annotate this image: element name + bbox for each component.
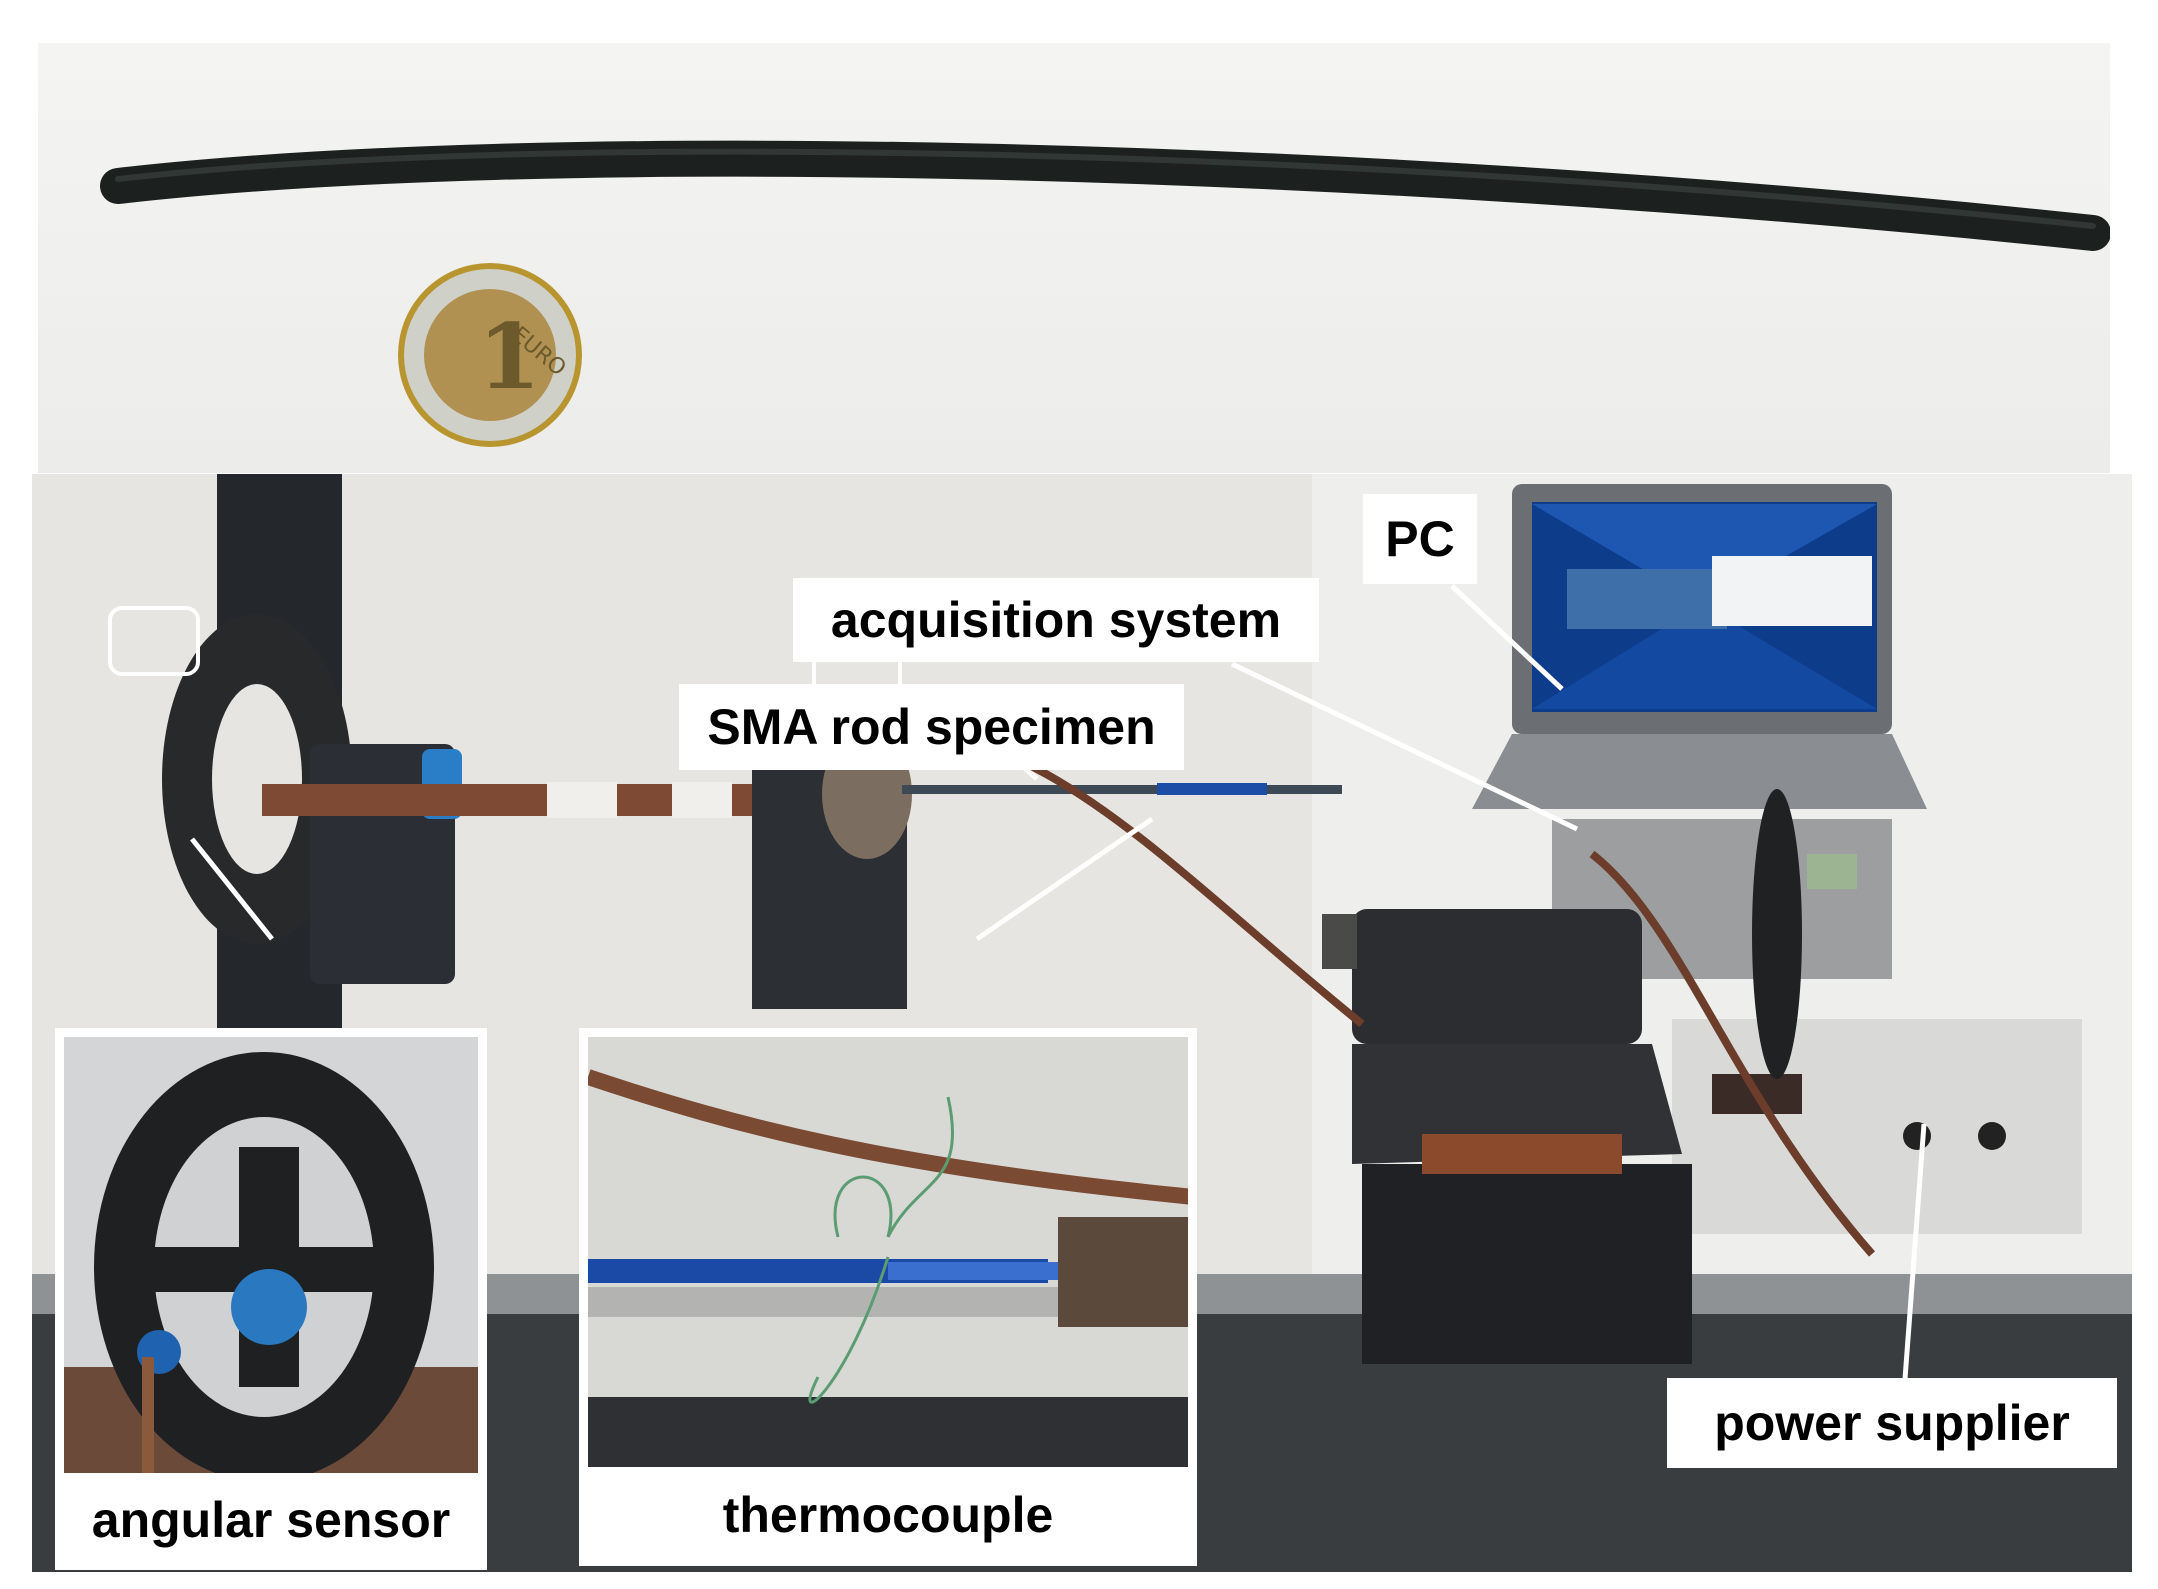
- laptop: [1472, 484, 1927, 809]
- acquisition-system-label: acquisition system: [793, 578, 1319, 662]
- angular-sensor-inset: angular sensor: [55, 1028, 487, 1570]
- svg-text:1: 1: [478, 304, 541, 410]
- pc-label: PC: [1363, 494, 1477, 584]
- angular-sensor-caption: angular sensor: [58, 1473, 484, 1567]
- rod-and-coin-photo: 1 EURO: [38, 43, 2110, 473]
- thermocouple-caption: thermocouple: [582, 1467, 1194, 1563]
- sma-rod-specimen-label: SMA rod specimen: [679, 684, 1184, 770]
- thermocouple-closeup: [588, 1037, 1188, 1469]
- sensor-highlight-box: [108, 606, 200, 676]
- angular-sensor-closeup: [64, 1037, 478, 1475]
- thermocouple-inset: thermocouple: [579, 1028, 1197, 1566]
- sma-rod: [100, 140, 2110, 251]
- power-supplier-label: power supplier: [1667, 1378, 2117, 1468]
- euro-coin: 1 EURO: [398, 263, 582, 447]
